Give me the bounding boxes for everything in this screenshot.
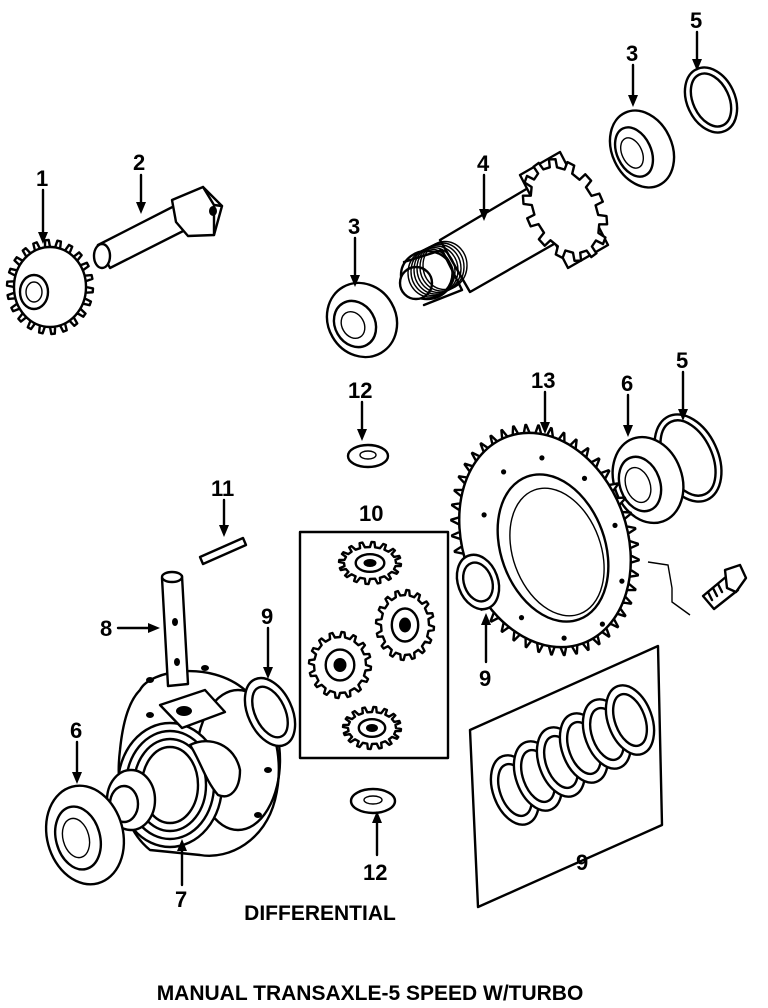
callout-4: 4 <box>477 151 490 176</box>
part-3-bearing-lower <box>325 281 399 359</box>
part-4-pinion-shaft <box>398 150 610 307</box>
callout-labels: 1 2 3 3 4 5 5 6 6 7 8 9 9 9 10 11 12 12 … <box>36 8 702 912</box>
callout-6-right: 6 <box>621 371 633 396</box>
callout-12-lower: 12 <box>363 860 387 885</box>
callout-13: 13 <box>531 368 555 393</box>
part-1-gear <box>5 238 95 336</box>
part-5-shim-upper <box>683 66 739 134</box>
callout-8: 8 <box>100 616 112 641</box>
part-6-bearing-left <box>44 784 126 886</box>
callout-6-left: 6 <box>70 718 82 743</box>
part-9-shim-ring <box>455 553 501 611</box>
diagram-caption: DIFFERENTIAL <box>244 902 396 925</box>
callout-1: 1 <box>36 166 48 191</box>
callout-5-upper: 5 <box>690 8 702 33</box>
callout-9-left: 9 <box>261 604 273 629</box>
part-8-cross-shaft <box>160 570 190 688</box>
part-2-shaft <box>92 185 224 270</box>
callout-5-lower: 5 <box>676 348 688 373</box>
part-13-ring-gear <box>450 423 640 657</box>
callout-3-lower: 3 <box>348 214 360 239</box>
diagram-title: MANUAL TRANSAXLE-5 SPEED W/TURBO <box>157 982 584 1005</box>
callout-arrows <box>38 30 702 887</box>
part-3-bearing-upper <box>608 109 676 189</box>
ring-gear-bolt <box>701 563 748 611</box>
part-12-washer-upper <box>346 443 390 469</box>
part-12-washer-lower <box>349 787 397 815</box>
callout-10: 10 <box>359 501 383 526</box>
callout-12-upper: 12 <box>348 378 372 403</box>
callout-7: 7 <box>175 887 187 912</box>
part-11-pin <box>198 536 248 566</box>
callout-2: 2 <box>133 150 145 175</box>
callout-3-upper: 3 <box>626 41 638 66</box>
part-6-bearing-right <box>611 435 685 525</box>
part-9-shim-left <box>243 676 297 748</box>
bolt-leader-line <box>647 561 691 616</box>
callout-11: 11 <box>211 476 234 501</box>
part-10-gear-kit <box>298 530 450 760</box>
part-9-shim-set <box>468 644 664 909</box>
callout-9-ring: 9 <box>479 666 491 691</box>
callout-9-set: 9 <box>576 850 588 875</box>
